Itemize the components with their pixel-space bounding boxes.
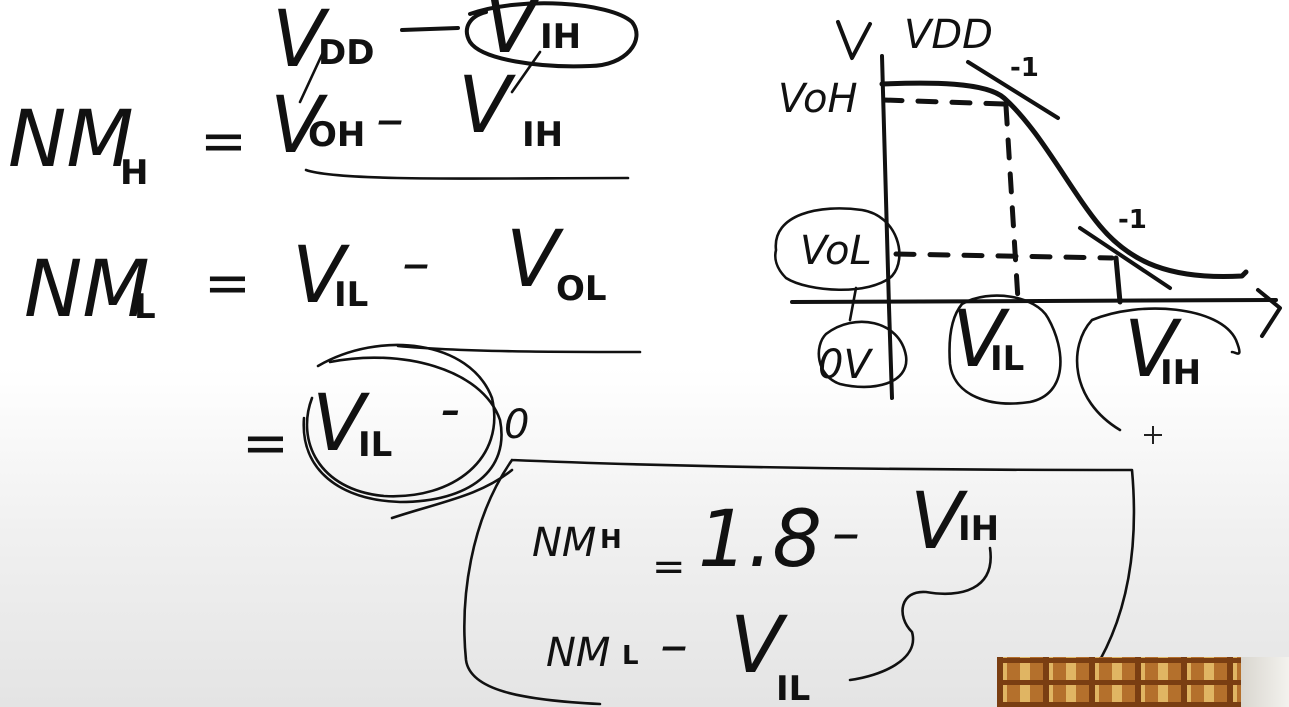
nmh-term1: V: [270, 81, 328, 171]
vtc-y-axis-v-mark: [836, 20, 872, 60]
vtc-voh-dash: [881, 97, 1007, 107]
summary-line1-minus: –: [832, 501, 860, 566]
vtc-voh-label: VoH: [778, 76, 858, 122]
annotation-dash-stroke: [400, 26, 460, 32]
summary-line2-lhs: NM: [546, 630, 610, 676]
webcam-preview[interactable]: [997, 657, 1289, 707]
vtc-vdd-label: VDD: [904, 12, 993, 58]
nml2-term1-sub: IL: [358, 425, 392, 465]
equation-nml: NM L = V IL – V OL: [24, 215, 642, 354]
annotation-arrow-vih: [510, 50, 542, 94]
vtc-vol-circle: [774, 207, 901, 292]
vtc-graph: VDD VoH VoL 0V V IL V IH -1 -1: [774, 12, 1282, 432]
nml2-scribble-circle-2: [302, 356, 503, 504]
nml-minus: –: [402, 231, 430, 296]
summary-line2-term: V: [730, 601, 788, 691]
vtc-vil-dash: [1003, 103, 1021, 303]
nml2-minus: -: [440, 377, 460, 442]
nmh-equals: =: [200, 109, 247, 174]
vtc-x-arrowhead: [1256, 288, 1282, 338]
summary-line1-lhs: NM: [532, 520, 596, 566]
summary-line1-term-sub: IH: [958, 509, 999, 549]
annotation-vdd-minus-vih: V DD V IH: [272, 0, 639, 104]
nmh-minus: –: [376, 87, 404, 152]
vtc-zero-circle: [817, 320, 908, 389]
vtc-x-axis: [790, 298, 1278, 304]
vtc-slope-bottom-label: -1: [1118, 205, 1147, 235]
vtc-tangent-bottom: [1078, 226, 1172, 290]
nml-lhs-sub: L: [134, 287, 156, 327]
vtc-vil-label: V: [952, 295, 1010, 385]
nmh-term1-sub: OH: [308, 115, 365, 155]
vtc-vih-sub: IH: [1160, 353, 1201, 393]
nml-equals: =: [204, 251, 251, 316]
nmh-term2: V: [458, 61, 516, 151]
summary-line2-minus: –: [660, 613, 688, 678]
summary-box-outline: [463, 458, 1136, 706]
nmh-lhs: NM: [8, 95, 134, 185]
summary-link-curve: [848, 546, 992, 682]
vtc-slope-top-label: -1: [1010, 53, 1039, 83]
summary-line2-lhs-sub: L: [622, 641, 639, 671]
nml2-scribble-circle-1: [305, 343, 496, 498]
vtc-vol-label: VoL: [800, 228, 872, 274]
nml-term1: V: [292, 231, 350, 321]
nml-term2-sub: OL: [556, 269, 607, 309]
nml-term1-sub: IL: [334, 275, 368, 315]
equation-nmh: NM H = V OH – V IH: [8, 61, 630, 193]
summary-line1-lhs-sub: H: [600, 525, 622, 555]
vtc-zero-label: 0V: [818, 342, 873, 388]
vtc-vih-circle: [1075, 307, 1241, 432]
annotation-vdd-v: V: [272, 0, 330, 85]
vtc-vil-sub: IL: [990, 339, 1024, 379]
summary-box: NM H = 1.8 – V IH NM L – V IL: [463, 458, 1136, 707]
vtc-tangent-top: [966, 60, 1060, 120]
vtc-vol-arrow: [848, 286, 858, 322]
nml-term2: V: [506, 215, 564, 305]
nml2-zero: 0: [504, 402, 529, 448]
nmh-term2-sub: IH: [522, 115, 563, 155]
vtc-vih-tick: [1113, 255, 1123, 305]
nml-lhs: NM: [24, 245, 150, 335]
annotation-vih-circle: [464, 1, 639, 69]
vtc-vol-dash: [893, 251, 1115, 261]
nmh-underline: [304, 168, 630, 180]
summary-line2-term-sub: IL: [776, 669, 810, 707]
annotation-vdd-sub: DD: [318, 33, 374, 73]
nml2-term1: V: [312, 379, 370, 469]
vtc-curve: [879, 80, 1249, 280]
summary-line1-term: V: [910, 477, 968, 567]
summary-line1-value: 1.8: [698, 495, 822, 585]
annotation-arrow-vdd: [298, 46, 327, 104]
annotation-vih-sub: IH: [540, 17, 581, 57]
crosshair-cursor-icon: [1144, 426, 1162, 444]
summary-line1-equals: =: [652, 544, 686, 590]
vtc-vil-circle: [948, 294, 1062, 405]
vtc-vih-label: V: [1124, 305, 1182, 395]
nml2-equals: =: [242, 411, 289, 476]
webcam-window-side: [1241, 657, 1289, 707]
vtc-y-axis: [880, 54, 894, 400]
webcam-lattice-background: [997, 657, 1241, 707]
equation-nml-line2: = V IL - 0: [242, 343, 529, 520]
nmh-lhs-sub: H: [120, 153, 148, 193]
